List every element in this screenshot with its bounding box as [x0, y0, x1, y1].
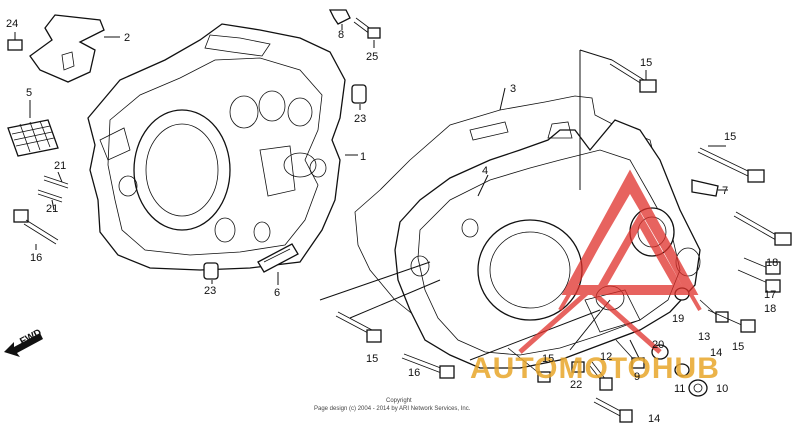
leader-lines	[29, 24, 728, 361]
callout-18-a: 18	[766, 257, 778, 269]
bolt-14-bottom	[593, 397, 633, 423]
studs-21	[37, 175, 69, 203]
bolt-25	[353, 17, 381, 39]
callout-9: 9	[634, 371, 640, 383]
callout-15-b: 15	[724, 131, 736, 143]
copyright-line-1: Copyright	[386, 398, 412, 404]
callout-17: 17	[764, 289, 776, 301]
bolt-15-lowright	[707, 309, 756, 333]
callout-1: 1	[360, 151, 366, 163]
callout-24: 24	[6, 18, 18, 30]
dowel-23-bottom	[203, 262, 219, 280]
bracket-8	[328, 9, 351, 25]
left-crankcase	[87, 23, 346, 271]
callout-15-d: 15	[366, 353, 378, 365]
watermark-logo	[518, 169, 702, 354]
bolt-24	[7, 32, 23, 51]
callout-23-a: 23	[354, 113, 366, 125]
callout-25: 25	[366, 51, 378, 63]
bolt-15-bottom	[507, 347, 551, 383]
callout-16-a: 16	[30, 252, 42, 264]
callout-11: 11	[674, 383, 685, 395]
bolt-22	[571, 361, 585, 373]
callout-20: 20	[652, 339, 664, 351]
callout-15-c: 15	[732, 341, 744, 353]
bolt-18-a	[733, 211, 792, 246]
nut-11	[674, 363, 690, 377]
callout-16-b: 16	[408, 367, 420, 379]
bolt-15-right	[697, 147, 765, 183]
copyright-line-2: Page design (c) 2004 - 2014 by ARI Netwo…	[314, 406, 471, 412]
callout-14-a: 14	[710, 347, 722, 359]
bolt-18-b	[737, 269, 781, 293]
bracket-7	[691, 179, 719, 197]
bolt-12	[589, 361, 613, 391]
bolt-15-left	[335, 311, 382, 343]
grommet-6	[257, 243, 299, 273]
callout-23-b: 23	[204, 285, 216, 297]
callout-4: 4	[482, 165, 488, 177]
bolt-9	[615, 339, 645, 369]
callout-13: 13	[698, 331, 710, 343]
callout-2: 2	[124, 32, 130, 44]
bolt-16-bottom	[401, 353, 455, 379]
callout-19: 19	[672, 313, 684, 325]
callout-15-e: 15	[542, 353, 554, 365]
nut-10	[688, 379, 708, 397]
callout-3: 3	[510, 83, 516, 95]
callout-12: 12	[600, 351, 612, 363]
fwd-arrow-icon	[4, 333, 43, 357]
callout-7: 7	[722, 185, 728, 197]
callout-22: 22	[570, 379, 582, 391]
bolt-17	[743, 257, 781, 275]
callout-8: 8	[338, 29, 344, 41]
bolt-13	[699, 299, 729, 323]
bolt-15-top	[609, 59, 657, 93]
filter-screen-part	[7, 119, 59, 157]
dowel-23-top	[351, 84, 367, 104]
callout-6: 6	[274, 287, 280, 299]
callout-18-b: 18	[764, 303, 776, 315]
cover-plate-part	[29, 14, 105, 83]
callout-14-b: 14	[648, 413, 660, 425]
callout-15-a: 15	[640, 57, 652, 69]
callout-21-b: 21	[46, 203, 58, 215]
callout-21-a: 21	[54, 160, 66, 172]
bolt-16-left	[13, 209, 59, 245]
watermark-text: AUTOMOTOHUB	[470, 352, 720, 385]
callout-10: 10	[716, 383, 728, 395]
callout-5: 5	[26, 87, 32, 99]
